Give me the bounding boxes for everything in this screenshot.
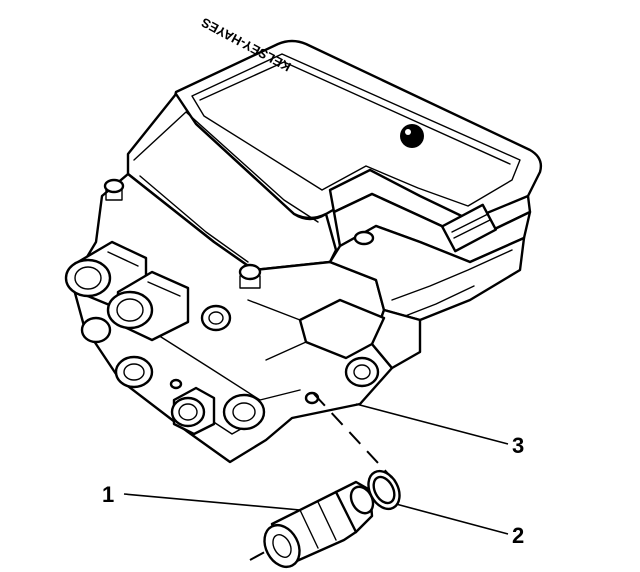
brake-line-port-front (170, 386, 266, 436)
brand-logo-icon (400, 124, 424, 148)
callout-label-1: 1 (102, 482, 114, 507)
callout-label-3: 3 (512, 433, 524, 458)
o-ring-seal (367, 469, 401, 511)
callout-leader-1 (123, 493, 301, 511)
fitting-adapter (263, 480, 375, 569)
assembly-axis-line (249, 393, 393, 561)
callout-leader-3 (355, 403, 509, 445)
brake-line-port-middle (106, 270, 190, 342)
modulator-body (70, 172, 526, 464)
callout-leader-2 (395, 503, 509, 535)
brake-line-port-lower (80, 316, 154, 389)
control-module-cover (126, 39, 543, 272)
callout-label-2: 2 (512, 523, 524, 548)
